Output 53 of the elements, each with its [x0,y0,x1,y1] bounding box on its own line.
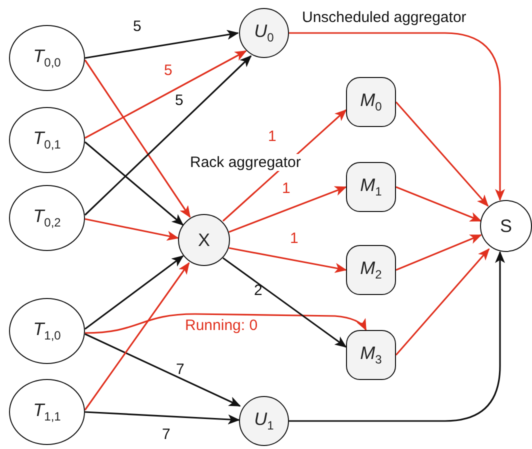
node-label: M$_{3}$ [360,343,382,367]
node-label: M$_{1}$ [360,175,382,199]
arrow [84,333,241,407]
edge-label: 5 [133,18,142,35]
sink-circle [480,200,532,252]
node-label: S [500,216,512,236]
arrow [84,255,184,330]
edge-label: 1 [282,180,290,197]
arrow [84,313,367,334]
machine-box [346,77,396,127]
node-label: T$_{1,0}$ [33,319,61,343]
edge-label: Running: 0 [185,317,258,334]
node-caption: Rack aggregator [188,154,303,171]
arrow [84,411,240,424]
node-label: M$_{2}$ [360,258,382,282]
arrow [84,55,252,216]
machine-box [346,162,396,212]
edge-label: 2 [254,282,262,299]
node-label: T$_{0,1}$ [33,128,61,152]
aggregator-circle [239,8,289,58]
aggregator-circle [239,396,289,446]
node-label: T$_{1,1}$ [33,400,61,424]
node-label: T$_{0,2}$ [33,206,61,230]
arrow [84,218,179,241]
arrow [84,141,184,226]
node-caption: Unscheduled aggregator [300,9,468,26]
arrow [84,262,190,410]
machine-box [346,330,396,380]
node-label: U$_{0}$ [254,21,274,45]
arrow [84,60,191,218]
arrow [228,247,347,273]
arrow [84,50,247,139]
edge-label: 1 [290,230,298,247]
edge-label: 5 [175,92,184,109]
node-label: U$_{1}$ [254,409,274,433]
arrow [84,30,239,59]
arrow [396,186,482,222]
arrow [228,186,347,233]
arrow [395,248,490,356]
edge-label: 7 [176,361,184,378]
aggregator-circle [178,214,230,266]
node-label: T$_{0,0}$ [33,46,61,70]
arrow [396,234,482,271]
arrow [222,257,347,348]
node-label: X [198,230,210,250]
arrow [289,32,505,201]
edge-label: 5 [164,62,172,79]
arrow [289,251,505,422]
machine-box [346,245,396,295]
arrow [395,101,489,207]
edge-label: 1 [268,128,276,145]
node-label: M$_{0}$ [360,90,382,114]
edge-label: 7 [162,426,170,443]
